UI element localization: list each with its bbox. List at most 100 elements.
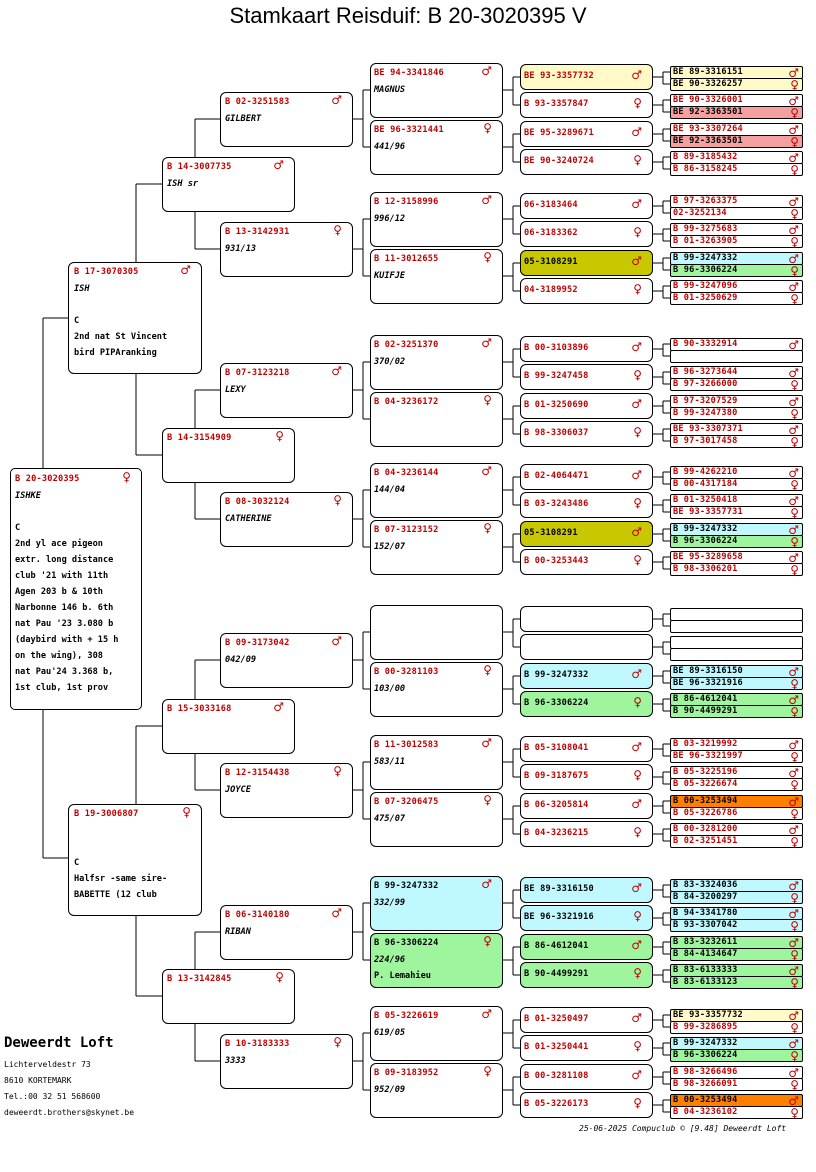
sex-symbol: ♂	[788, 366, 799, 379]
sex-symbol: ♀	[790, 750, 799, 763]
ring-number: B 99-3247332	[524, 670, 589, 680]
gen5-card: B 00-3103896♂	[520, 336, 653, 362]
sex-symbol: ♂	[788, 280, 799, 293]
ring-number: B 12-3158996	[374, 197, 439, 207]
sex-symbol: ♀	[790, 292, 799, 305]
ring-number: BE 93-3307371	[673, 424, 743, 434]
sex-symbol: ♂	[631, 938, 642, 952]
ring-number: B 07-3123152	[374, 525, 439, 535]
pigeon-name: KUIFJE	[374, 271, 406, 281]
gen6-card: B 99-3286895♀	[670, 1021, 803, 1034]
ring-number: BE 93-3357732	[673, 1010, 743, 1020]
ring-number: B 99-3286895	[673, 1022, 738, 1032]
sex-symbol: ♀	[483, 393, 492, 407]
info-line: BABETTE (12 club	[74, 890, 157, 900]
sex-symbol: ♂	[273, 700, 284, 714]
ring-number: B 02-4064471	[524, 471, 589, 481]
great-grandparent-card: B 07-3123218♂LEXY	[220, 363, 353, 418]
gen5-card: BE 89-3316150♂	[520, 877, 653, 903]
gen6-card: B 98-3266091♀	[670, 1078, 803, 1091]
info-line: C	[15, 523, 21, 533]
gen5-card: 06-3183464♂	[520, 193, 653, 219]
ring-number: B 00-3281103	[374, 667, 439, 677]
ring-number: B 83-3232611	[673, 937, 738, 947]
gen5-card: B 90-4499291♀	[520, 962, 653, 988]
ring-number: B 13-3142931	[225, 227, 290, 237]
sex-symbol: ♂	[331, 906, 342, 920]
gen5-card: B 06-3205814♂	[520, 793, 653, 819]
ring-number: B 01-3263905	[673, 236, 738, 246]
gen5-card: B 99-3247458♀	[520, 364, 653, 390]
sex-symbol: ♂	[331, 93, 342, 107]
ring-number: 05-3108291	[524, 257, 578, 267]
sex-symbol: ♂	[631, 525, 642, 539]
info-line: club '21 with 11th	[15, 571, 109, 581]
pigeon-name: MAGNUS	[374, 85, 406, 95]
ring-number: B 14-3007735	[167, 162, 232, 172]
gen6-card: B 05-3226674 ♀	[670, 778, 803, 791]
ring-number: B 96-3306224	[673, 536, 738, 546]
sex-symbol: ♂	[788, 94, 799, 107]
sex-symbol: ♀	[790, 948, 799, 961]
pigeon-name: 931/13	[225, 244, 257, 254]
great-grandparent-card: B 10-3183333♀3333	[220, 1034, 353, 1089]
ring-number: B 19-3006807	[74, 809, 139, 819]
ring-number: B 99-3247380	[673, 408, 738, 418]
ring-number: B 05-3226786	[673, 808, 738, 818]
sex-symbol: ♂	[631, 740, 642, 754]
gen5-card: 06-3183362♀	[520, 221, 653, 247]
gen6-card: B 84-3200297♀	[670, 891, 803, 904]
sex-symbol: ♂	[788, 665, 799, 678]
sex-symbol: ♂	[788, 936, 799, 949]
gen4-card: B 02-3251370♂370/02	[370, 335, 503, 390]
sex-symbol: ♂	[788, 223, 799, 236]
ring-number: B 97-3017458	[673, 436, 738, 446]
gen6-card: BE 92-3363501♀	[670, 135, 803, 148]
ring-number: B 83-6133123	[673, 977, 738, 987]
gen5-card: B 00-3281108♂	[520, 1064, 653, 1090]
sex-symbol: ♂	[788, 151, 799, 164]
ring-number: B 86-4612041	[524, 941, 589, 951]
info-line: nat Pau'24 3.368 b,	[15, 667, 114, 677]
sex-symbol: ♂	[481, 1007, 492, 1021]
gen5-card: B 02-4064471♂	[520, 464, 653, 490]
ring-number: B 04-3236144	[374, 468, 439, 478]
ring-number: B 99-3247096	[673, 281, 738, 291]
sex-symbol: ♀	[790, 1049, 799, 1062]
sex-symbol: ♀	[633, 1096, 642, 1110]
sex-symbol: ♀	[333, 493, 342, 507]
gen5-card: B 96-3306224♀	[520, 691, 653, 717]
great-grandparent-card: B 08-3032124♀CATHERINE	[220, 492, 353, 547]
sex-symbol: ♀	[182, 805, 191, 819]
sex-symbol: ♀	[790, 506, 799, 519]
sex-symbol: ♀	[790, 705, 799, 718]
sex-symbol: ♂	[788, 738, 799, 751]
sex-symbol: ♂	[788, 423, 799, 436]
great-grandparent-card: B 12-3154438♀JOYCE	[220, 763, 353, 818]
sex-symbol: ♀	[790, 1106, 799, 1119]
sex-symbol: ♂	[481, 64, 492, 78]
ring-number: B 05-3226674	[673, 779, 738, 789]
ring-number: B 94-3341780	[673, 908, 738, 918]
sex-symbol: ♂	[481, 464, 492, 478]
gen5-card: B 93-3357847♀	[520, 92, 653, 118]
sex-symbol: ♀	[790, 891, 799, 904]
sex-symbol: ♀	[790, 778, 799, 791]
gen6-card: B 97-3017458♀	[670, 435, 803, 448]
grandparent-card: B 14-3007735♂ISH sr	[162, 157, 295, 212]
ring-number: B 11-3012583	[374, 740, 439, 750]
sex-symbol: ♀	[633, 825, 642, 839]
sex-symbol: ♀	[790, 976, 799, 989]
ring-number: B 99-3247332	[673, 524, 738, 534]
ring-number: B 96-3273644	[673, 367, 738, 377]
gen6-card: B 96-3306224♀	[670, 535, 803, 548]
gen4-card: BE 94-3341846♂MAGNUS	[370, 63, 503, 118]
ring-number: B 05-3226619	[374, 1011, 439, 1021]
gen6-card: B 84-4134647♀	[670, 948, 803, 961]
ring-number: B 01-3250441	[524, 1042, 589, 1052]
sex-symbol: ♀	[633, 553, 642, 567]
ring-number: B 01-3250497	[524, 1014, 589, 1024]
sex-symbol: ♂	[788, 1009, 799, 1022]
info-line: 1st club, 1st prov	[15, 683, 109, 693]
